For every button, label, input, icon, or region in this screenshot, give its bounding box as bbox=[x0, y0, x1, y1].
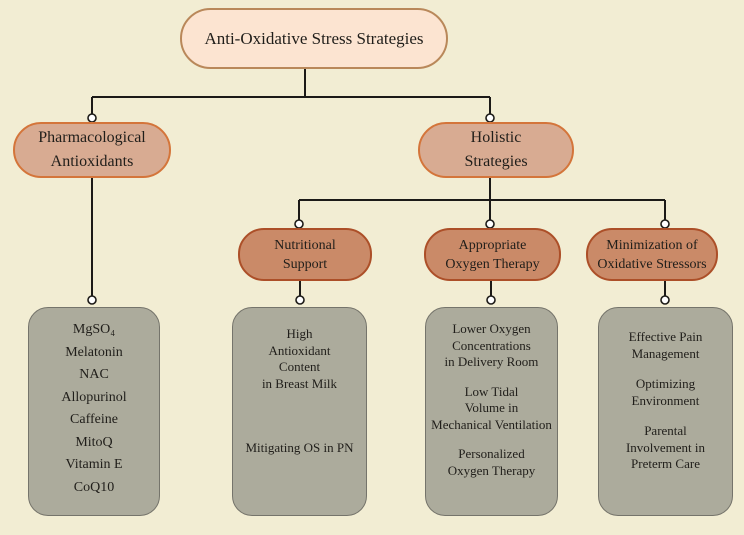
node-holistic-label: Holistic Strategies bbox=[464, 129, 528, 170]
node-minimization-oxidative-stressors: Minimization of Oxidative Stressors bbox=[586, 228, 718, 281]
node-pharmacological-label: Pharmacological Antioxidants bbox=[38, 129, 146, 170]
node-minimization-label: Minimization of Oxidative Stressors bbox=[597, 237, 707, 272]
node-appropriate-oxygen-therapy: Appropriate Oxygen Therapy bbox=[424, 228, 561, 281]
leaf-item: CoQ10 bbox=[73, 479, 115, 495]
leaf-item: Parental Involvement in Preterm Care bbox=[625, 423, 706, 471]
leaf-item: Optimizing Environment bbox=[631, 376, 700, 408]
junction-dot bbox=[485, 113, 495, 123]
leaf-oxygen-therapy-list: Lower Oxygen Concentrations in Delivery … bbox=[425, 307, 558, 516]
leaf-item: MgSO₄ bbox=[72, 322, 116, 337]
node-nutritional-label: Nutritional Support bbox=[274, 237, 336, 272]
node-oxygen-label: Appropriate Oxygen Therapy bbox=[445, 237, 540, 272]
leaf-item: Lower Oxygen Concentrations in Delivery … bbox=[444, 321, 539, 369]
leaf-item: Allopurinol bbox=[61, 389, 127, 405]
node-holistic-strategies: Holistic Strategies bbox=[418, 122, 574, 178]
leaf-item: Mitigating OS in PN bbox=[245, 440, 354, 455]
junction-dot bbox=[486, 295, 496, 305]
junction-dot bbox=[295, 295, 305, 305]
oxygen-therapy-items: Lower Oxygen Concentrations in Delivery … bbox=[426, 308, 557, 479]
leaf-item: Caffeine bbox=[70, 412, 118, 427]
junction-dot bbox=[87, 113, 97, 123]
leaf-item: NAC bbox=[79, 367, 109, 382]
leaf-item: Low Tidal Volume in Mechanical Ventilati… bbox=[431, 383, 552, 432]
junction-dot bbox=[294, 219, 304, 229]
node-pharmacological-antioxidants: Pharmacological Antioxidants bbox=[13, 122, 171, 178]
junction-dot bbox=[87, 295, 97, 305]
junction-dot bbox=[660, 219, 670, 229]
leaf-item: MitoQ bbox=[75, 434, 113, 450]
leaf-item: Vitamin E bbox=[65, 457, 123, 472]
leaf-item: High Antioxidant Content in Breast Milk bbox=[261, 326, 338, 391]
leaf-item: Melatonin bbox=[65, 344, 123, 360]
junction-dot bbox=[660, 295, 670, 305]
junction-dot bbox=[485, 219, 495, 229]
node-nutritional-support: Nutritional Support bbox=[238, 228, 372, 281]
node-root: Anti-Oxidative Stress Strategies bbox=[180, 8, 448, 69]
leaf-item: Effective Pain Management bbox=[628, 329, 703, 361]
node-root-label: Anti-Oxidative Stress Strategies bbox=[204, 28, 424, 48]
leaf-item: Personalized Oxygen Therapy bbox=[447, 446, 536, 478]
